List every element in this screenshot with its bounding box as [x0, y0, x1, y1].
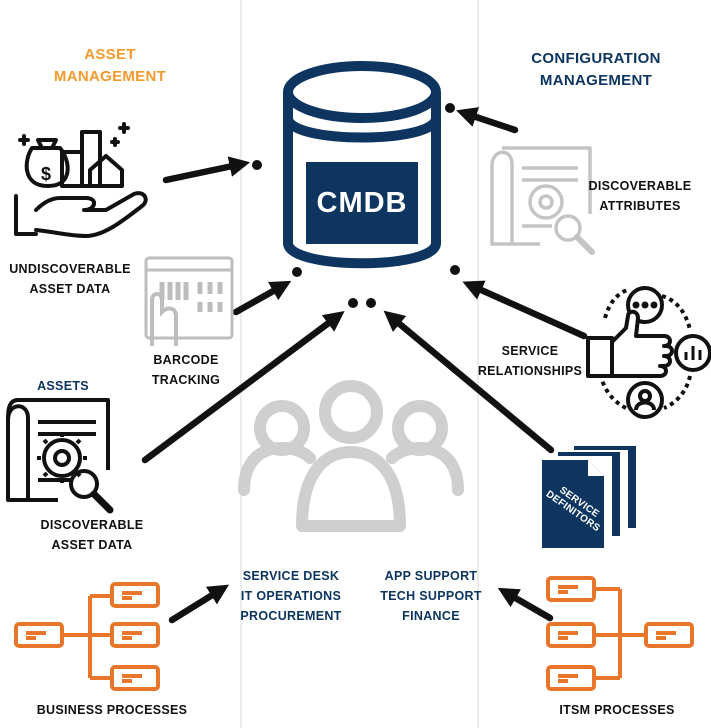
process-tree-icon: [14, 582, 160, 691]
service-definitions-pages-icon: [542, 446, 636, 548]
arrow-dots: [252, 103, 460, 308]
arrow-attributes-to-cmdb: [456, 107, 519, 134]
arrow-definitions-to-cmdb: [383, 310, 555, 454]
document-gear-gray-icon: [490, 146, 595, 255]
asset-management-heading: ASSET MANAGEMENT: [53, 46, 167, 85]
assets-label: ASSETS: [37, 379, 89, 393]
barcode-scanner-hand-icon: [144, 256, 234, 346]
itsm-processes-label: ITSM PROCESSES: [559, 703, 675, 717]
flow-arrows: [141, 107, 588, 624]
discoverable-asset-data-label: DISCOVERABLE ASSET DATA: [40, 518, 144, 552]
process-tree-icon: [546, 576, 694, 691]
departments-right-list: APP SUPPORT TECH SUPPORT FINANCE: [380, 569, 482, 623]
cmdb-database-icon: [283, 61, 441, 269]
arrow-relationships-to-cmdb: [462, 280, 588, 340]
service-relationships-label: SERVICE RELATIONSHIPS: [477, 344, 583, 378]
thumbs-up-cycle-icon: [586, 286, 711, 419]
arrow-itsm-to-departments: [497, 587, 554, 622]
undiscoverable-asset-data-label: UNDISCOVERABLE ASSET DATA: [9, 262, 131, 296]
configuration-management-heading: CONFIGURATION MANAGEMENT: [531, 50, 661, 89]
business-processes-label: BUSINESS PROCESSES: [36, 703, 188, 717]
arrow-business-to-departments: [168, 584, 230, 624]
discoverable-attributes-label: DISCOVERABLE ATTRIBUTES: [588, 179, 692, 213]
money-bags-house-hand-icon: [14, 122, 148, 238]
people-group-icon: [238, 380, 464, 532]
dollar-sign-icon: $: [41, 164, 51, 184]
barcode-tracking-label: BARCODE TRACKING: [151, 353, 221, 387]
arrow-asset-data-to-cmdb: [162, 156, 251, 184]
departments-left-list: SERVICE DESK IT OPERATIONS PROCUREMENT: [240, 569, 342, 623]
arrow-barcode-to-cmdb: [232, 280, 292, 316]
arrow-assets-to-cmdb: [141, 311, 345, 464]
document-gear-magnifier-icon: [6, 398, 114, 514]
cmdb-label: CMDB: [316, 187, 408, 219]
